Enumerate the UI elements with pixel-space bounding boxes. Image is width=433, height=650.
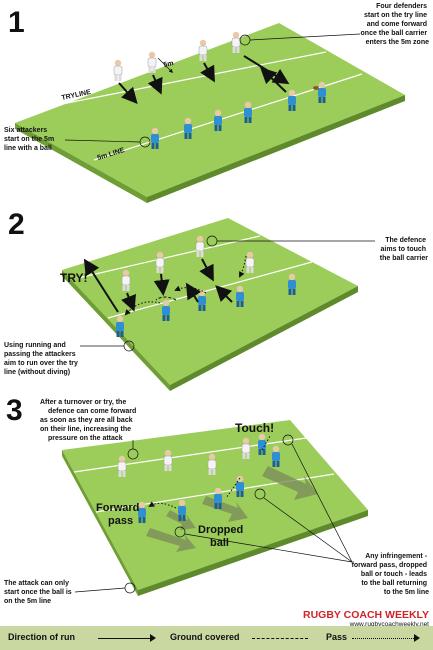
callout-attackers: Six attackers start on the 5m line with …: [4, 127, 56, 152]
callout-ring-forward: [174, 526, 186, 538]
legend-bar: Direction of run Ground covered Pass: [0, 626, 433, 650]
callout-ring-touch: [282, 434, 294, 446]
callout-leader-attackers: [64, 139, 141, 143]
brand-logo: RUGBY COACH WEEKLY: [303, 609, 429, 621]
callout-leader-defenders: [249, 33, 361, 41]
panel-3-number: 3: [6, 394, 23, 427]
p2-attacker-run-2: [185, 282, 202, 303]
legend-ground-line: [252, 638, 308, 639]
pitch-2-side-right: [170, 286, 358, 391]
ground-covered-forward-pass: [146, 528, 196, 552]
callout-ring-5m: [124, 582, 136, 594]
p3-forward-pass: [148, 501, 177, 509]
p2-pass-1: [174, 285, 207, 294]
panel-1-number: 1: [8, 6, 25, 39]
defender-run-1: [118, 82, 138, 104]
p2-attacker-run-1: [215, 285, 233, 303]
pitch-2: [62, 218, 358, 391]
callout-attack-start: The attack can only start once the ball …: [4, 580, 74, 605]
legend-pass-arrow-icon: [414, 634, 420, 642]
ball-icon: [313, 86, 319, 90]
callout-defenders: Four defenders start on the try line and…: [361, 3, 430, 46]
callout-leader-touch: [291, 443, 353, 563]
p3-touch-pass: [261, 435, 271, 451]
defender-run-3: [200, 62, 215, 83]
try-label: TRY!: [60, 271, 88, 285]
callout-attack-running: Using running and passing the attackers …: [4, 342, 80, 376]
callout-leader-5m: [74, 587, 126, 593]
tryline-1: [51, 51, 327, 107]
pitch-2-surface: [62, 218, 358, 385]
five-m-line-2: [107, 261, 313, 319]
legend-direction-label: Direction of run: [8, 632, 75, 642]
legend-direction-arrow-icon: [150, 634, 156, 642]
brand-url: www.rugbycoachweekly.net: [349, 621, 430, 628]
p2-try-run: [83, 258, 119, 313]
tryline-3: [73, 437, 307, 473]
defender-run-2: [147, 74, 163, 95]
brand-block: RUGBY COACH WEEKLY www.rugbycoachweekly.…: [303, 609, 429, 628]
pitch-1-side-right: [147, 95, 405, 203]
legend-ground-label: Ground covered: [170, 632, 240, 642]
five-m-zone-label: 5m: [163, 60, 174, 69]
panel-1: 1 TRYLINE 5m LINE 5m: [4, 3, 429, 203]
p2-defender-run-3: [199, 258, 214, 282]
tryline-2: [77, 235, 261, 279]
panel-3: 3 Touch! Forward pas: [4, 394, 429, 605]
p2-ground-covered: [155, 296, 177, 301]
callout-defence: The defence aims to touch the ball carri…: [380, 237, 429, 262]
callout-turnover: After a turnover or try, the defence can…: [40, 399, 138, 442]
ground-covered-touch: [262, 466, 318, 500]
ball-carrier-run-1: [260, 67, 287, 93]
pitch-1: [15, 23, 405, 203]
ground-covered-dropped-ball: [202, 496, 248, 522]
defender-1: [113, 59, 123, 82]
defender-2: [147, 51, 157, 74]
dropped-ball-label: Dropped ball: [198, 524, 246, 549]
p2-defender-run-2: [153, 273, 170, 296]
callout-infringement: Any infringement - forward pass, dropped…: [352, 553, 430, 596]
panel-2-number: 2: [8, 208, 25, 241]
legend-direction-line: [98, 638, 150, 639]
panel-2: 2 TRY! T: [4, 208, 428, 391]
pitch-2-side-left: [62, 270, 170, 391]
callout-leader-dropped: [263, 497, 353, 563]
pitch-1-side-left: [15, 123, 147, 203]
callout-ring-dropped: [254, 488, 266, 500]
p2-pass-3: [124, 301, 161, 316]
touch-label: Touch!: [235, 421, 274, 435]
callout-leader-forward: [184, 533, 353, 563]
legend-pass-label: Pass: [326, 632, 348, 642]
five-m-zone-arrow: [157, 57, 173, 73]
pitch-3-side-left: [62, 450, 138, 596]
p2-pass-2: [239, 255, 247, 278]
legend-pass-line: [352, 638, 414, 639]
pitch-1-surface: [15, 23, 405, 197]
forward-pass-label: Forward pass: [96, 502, 142, 527]
p2-defender-run-1: [121, 292, 136, 312]
